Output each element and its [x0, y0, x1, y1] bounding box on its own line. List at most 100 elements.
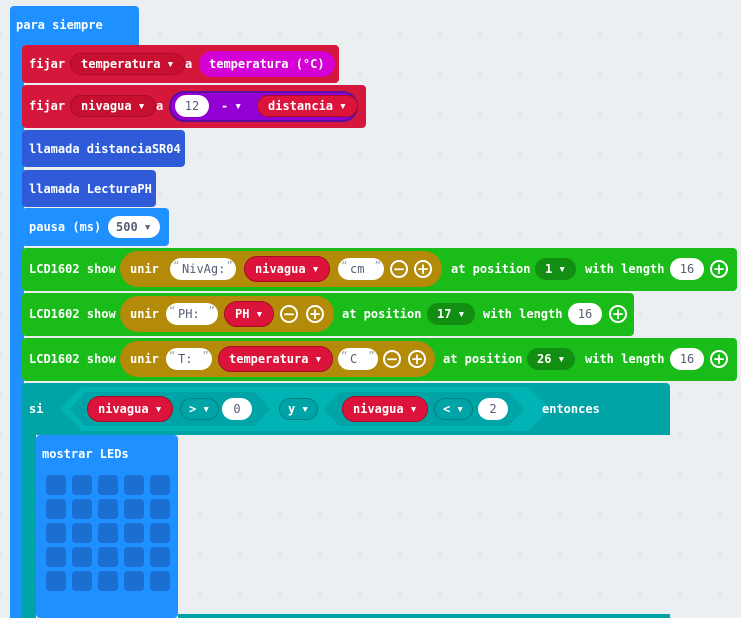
led-grid — [46, 475, 172, 601]
plus-circle-icon[interactable]: + — [710, 260, 728, 278]
variable-dropdown-temperatura[interactable]: temperatura — [70, 53, 186, 75]
number-input[interactable]: 2 — [478, 398, 508, 420]
position-dropdown[interactable]: 1 — [535, 258, 577, 280]
minus-circle-icon[interactable]: − — [383, 350, 401, 368]
position-dropdown[interactable]: 17 — [427, 303, 476, 325]
lcd-show-block-3[interactable]: LCD1602 show unir T: temperatura C − + a… — [22, 338, 737, 381]
led-cell[interactable] — [124, 523, 144, 543]
lcd-show-block-2[interactable]: LCD1602 show unir PH: PH − + at position… — [22, 293, 634, 336]
string-input[interactable]: PH: — [166, 303, 218, 325]
join-block[interactable]: unir T: temperatura C − + — [120, 341, 435, 377]
set-to-label: a — [156, 99, 164, 113]
if-block[interactable]: si nivagua > 0 y nivagua < 2 entonces — [22, 383, 670, 435]
led-cell[interactable] — [150, 475, 170, 495]
led-cell[interactable] — [72, 571, 92, 591]
plus-circle-icon[interactable]: + — [408, 350, 426, 368]
position-dropdown[interactable]: 26 — [527, 348, 576, 370]
string-input[interactable]: NivAg: — [170, 258, 236, 280]
operator-dropdown[interactable]: > — [180, 398, 220, 420]
call-distancia-block[interactable]: llamada distanciaSR04 — [22, 130, 185, 167]
variable-reporter-temperatura[interactable]: temperatura — [218, 346, 334, 372]
minus-circle-icon[interactable]: − — [280, 305, 298, 323]
join-block[interactable]: unir NivAg: nivagua cm − + — [120, 251, 442, 287]
join-block[interactable]: unir PH: PH − + — [120, 296, 334, 332]
subtraction-block[interactable]: 12 - distancia — [169, 91, 358, 122]
led-cell[interactable] — [46, 547, 66, 567]
plus-circle-icon[interactable]: + — [306, 305, 324, 323]
variable-reporter-nivagua[interactable]: nivagua — [244, 256, 331, 282]
number-input-left[interactable]: 12 — [175, 95, 209, 117]
set-nivagua-block[interactable]: fijar nivagua a 12 - distancia — [22, 85, 366, 128]
logic-operator: y — [288, 402, 296, 416]
logic-dropdown[interactable]: y — [279, 398, 319, 420]
led-cell[interactable] — [72, 475, 92, 495]
lcd-label: LCD1602 show — [29, 307, 116, 321]
operator-symbol: < — [443, 402, 451, 416]
variable-dropdown-nivagua[interactable]: nivagua — [70, 95, 157, 117]
temperature-sensor-reporter[interactable]: temperatura (°C) — [199, 51, 335, 77]
led-cell[interactable] — [46, 523, 66, 543]
led-cell[interactable] — [98, 547, 118, 567]
string-input[interactable]: C — [338, 348, 378, 370]
minus-circle-icon[interactable]: − — [390, 260, 408, 278]
length-input[interactable]: 16 — [670, 258, 704, 280]
set-keyword: fijar — [29, 99, 66, 113]
led-cell[interactable] — [98, 571, 118, 591]
led-cell[interactable] — [124, 475, 144, 495]
position-value: 17 — [437, 307, 452, 321]
forever-block[interactable] — [10, 6, 139, 45]
variable-reporter-ph[interactable]: PH — [224, 301, 275, 327]
variable-name: nivagua — [353, 402, 404, 416]
join-label: unir — [130, 352, 159, 366]
led-cell[interactable] — [46, 499, 66, 519]
variable-reporter-nivagua[interactable]: nivagua — [87, 396, 174, 422]
pause-block[interactable]: pausa (ms) 500 — [22, 208, 169, 246]
variable-name: temperatura — [81, 57, 161, 71]
variable-name: nivagua — [98, 402, 149, 416]
show-leds-block[interactable]: mostrar LEDs — [36, 435, 178, 618]
string-input[interactable]: cm — [338, 258, 384, 280]
at-position-label: at position — [443, 352, 523, 366]
led-cell[interactable] — [46, 475, 66, 495]
led-cell[interactable] — [150, 523, 170, 543]
set-to-label: a — [185, 57, 193, 71]
if-keyword: si — [29, 402, 44, 416]
plus-circle-icon[interactable]: + — [710, 350, 728, 368]
led-cell[interactable] — [124, 499, 144, 519]
led-cell[interactable] — [98, 523, 118, 543]
forever-label: para siempre — [16, 18, 103, 32]
led-cell[interactable] — [72, 523, 92, 543]
led-cell[interactable] — [124, 547, 144, 567]
string-input[interactable]: T: — [166, 348, 212, 370]
operator-dropdown[interactable]: < — [434, 398, 474, 420]
set-keyword: fijar — [29, 57, 66, 71]
variable-reporter-nivagua[interactable]: nivagua — [342, 396, 429, 422]
number-input[interactable]: 0 — [222, 398, 252, 420]
operator-dropdown[interactable]: - — [221, 99, 242, 114]
length-input[interactable]: 16 — [670, 348, 704, 370]
set-temperatura-block[interactable]: fijar temperatura a temperatura (°C) — [22, 45, 339, 83]
if-bottom-edge — [178, 614, 670, 618]
led-cell[interactable] — [124, 571, 144, 591]
led-cell[interactable] — [72, 499, 92, 519]
plus-circle-icon[interactable]: + — [414, 260, 432, 278]
with-length-label: with length — [483, 307, 563, 321]
variable-name: nivagua — [81, 99, 132, 113]
led-cell[interactable] — [46, 571, 66, 591]
variable-reporter-distancia[interactable]: distancia — [257, 95, 358, 117]
led-cell[interactable] — [72, 547, 92, 567]
led-cell[interactable] — [150, 571, 170, 591]
plus-circle-icon[interactable]: + — [609, 305, 627, 323]
then-keyword: entonces — [542, 402, 600, 416]
led-cell[interactable] — [150, 547, 170, 567]
lcd-show-block-1[interactable]: LCD1602 show unir NivAg: nivagua cm − + … — [22, 248, 737, 291]
temperature-sensor-label: temperatura (°C) — [209, 57, 325, 71]
led-cell[interactable] — [150, 499, 170, 519]
led-cell[interactable] — [98, 475, 118, 495]
operator-symbol: > — [189, 402, 197, 416]
position-value: 1 — [545, 262, 553, 276]
pause-value-dropdown[interactable]: 500 — [108, 216, 160, 238]
length-input[interactable]: 16 — [568, 303, 602, 325]
call-ph-block[interactable]: llamada LecturaPH — [22, 170, 156, 207]
led-cell[interactable] — [98, 499, 118, 519]
